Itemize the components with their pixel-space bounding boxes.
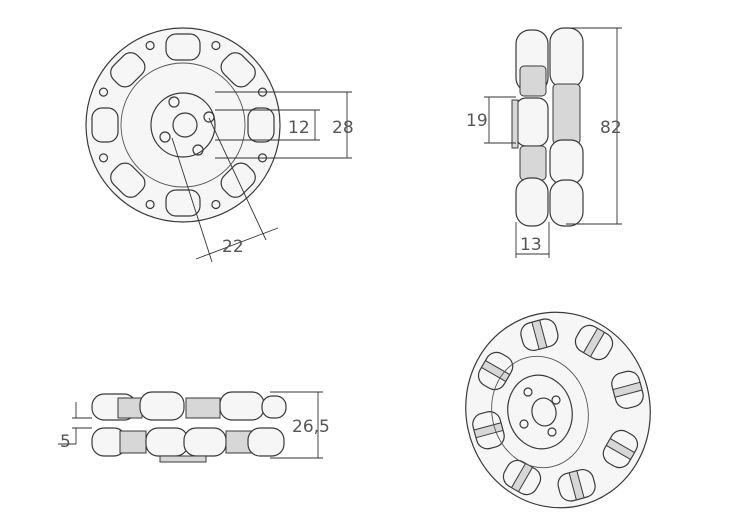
dim-label-5: 5 [60, 432, 71, 452]
rim-screw [145, 40, 155, 51]
top-view: 5 26,5 [58, 391, 330, 463]
front-roller [247, 107, 275, 143]
iso-roller [520, 318, 559, 352]
dim-front-inner-outer [215, 91, 352, 159]
front-roller [165, 33, 201, 61]
side-right-row [549, 27, 584, 227]
wheel-inner-ring [120, 62, 246, 188]
dim-label-19: 19 [466, 111, 488, 131]
dim-label-12: 12 [288, 118, 310, 138]
front-roller [110, 162, 146, 198]
side-hub-flange [511, 99, 519, 149]
side-view: 19 82 13 [466, 27, 622, 258]
front-roller [110, 52, 146, 88]
iso-rollers [472, 318, 644, 502]
hub-plate [150, 92, 216, 158]
rim-screw [98, 87, 109, 97]
iso-hub-bolt [551, 395, 561, 405]
front-view: 12 28 22 [85, 27, 354, 263]
iso-roller [477, 351, 514, 391]
rim-screw [211, 199, 221, 210]
iso-roller [472, 411, 505, 450]
front-roller [91, 107, 119, 143]
dim-label-22: 22 [222, 237, 244, 257]
rim-screw [145, 199, 155, 210]
hub-bore [172, 112, 198, 138]
front-roller [165, 189, 201, 217]
iso-hub-bolt [547, 427, 557, 437]
dim-label-26-5: 26,5 [292, 417, 330, 437]
iso-hub-bolt [523, 387, 533, 397]
rim-screw [98, 153, 109, 163]
iso-hub-bolts [519, 387, 561, 437]
iso-hub-bolt [519, 419, 529, 429]
hub-bolt [192, 144, 204, 156]
iso-roller [574, 324, 614, 361]
dim-label-82: 82 [600, 118, 622, 138]
top-hub-bolts [159, 455, 207, 463]
side-left-row [515, 29, 549, 227]
dim-front-bolt [171, 117, 279, 263]
hub-bolt [159, 131, 171, 143]
hub-bolts [159, 96, 215, 156]
dim-label-13: 13 [520, 235, 542, 255]
iso-roller [611, 370, 644, 409]
hub-bolt [168, 96, 180, 108]
front-roller [220, 52, 256, 88]
iso-bore [531, 397, 557, 427]
rim-screw [211, 40, 221, 51]
dim-label-28: 28 [332, 118, 354, 138]
hub-bolt [203, 111, 215, 123]
iso-roller [557, 468, 596, 502]
isometric-view [465, 311, 651, 509]
iso-roller [602, 429, 639, 469]
